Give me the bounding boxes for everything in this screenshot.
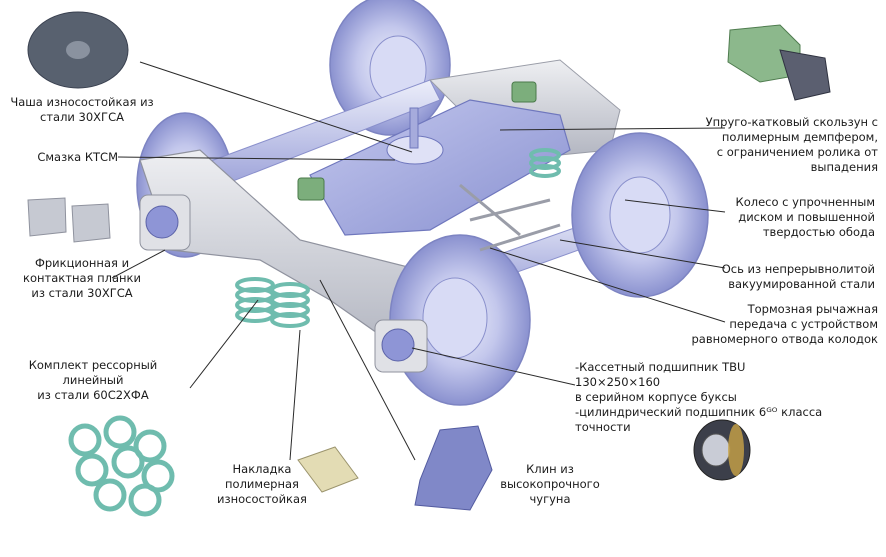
- label-brake: Тормозная рычажная передача с устройство…: [691, 302, 878, 346]
- label-lubrication: Смазка КТСМ: [37, 150, 118, 164]
- label-wear-bowl: Чаша износостойкая из стали 30ХГСА: [10, 95, 154, 124]
- friction-plates-part: [27, 197, 111, 243]
- side-bearer-part: [727, 24, 831, 101]
- label-spring-set: Комплект рессорный линейный из стали 60С…: [28, 358, 158, 402]
- wedge-part: [414, 425, 493, 511]
- spring-set-part: [68, 415, 175, 517]
- bearing-part: [693, 419, 751, 481]
- polymer-pad-part: [297, 446, 359, 493]
- spring-set-right: [529, 148, 561, 178]
- label-polymer-pad: Накладка полимерная износостойкая: [217, 462, 307, 506]
- wear-bowl-part: [27, 11, 129, 89]
- label-side-bearer: Упруго-катковый скользун с полимерным де…: [705, 115, 878, 174]
- left-axle-box: [139, 194, 191, 251]
- label-wedge: Клин из высокопрочного чугуна: [500, 462, 600, 506]
- bolster: [309, 99, 571, 236]
- front-right-wheel: [571, 132, 709, 298]
- label-friction-plates: Фрикционная и контактная планки из стали…: [23, 256, 141, 300]
- front-axle-box: [374, 319, 428, 373]
- brake-rigging: [459, 183, 561, 252]
- leader-lines: [111, 61, 726, 461]
- label-axle: Ось из непрерывнолитой вакуумированной с…: [721, 262, 875, 291]
- label-wheel: Колесо с упрочненным диском и повышенной…: [735, 195, 875, 239]
- label-bearing: -Кассетный подшипник TBU 130×250×160 в с…: [575, 360, 823, 434]
- spring-set-left: [235, 277, 310, 328]
- side-bearer-left: [297, 177, 325, 201]
- side-bearer-right: [511, 81, 537, 103]
- kingpin: [409, 107, 419, 149]
